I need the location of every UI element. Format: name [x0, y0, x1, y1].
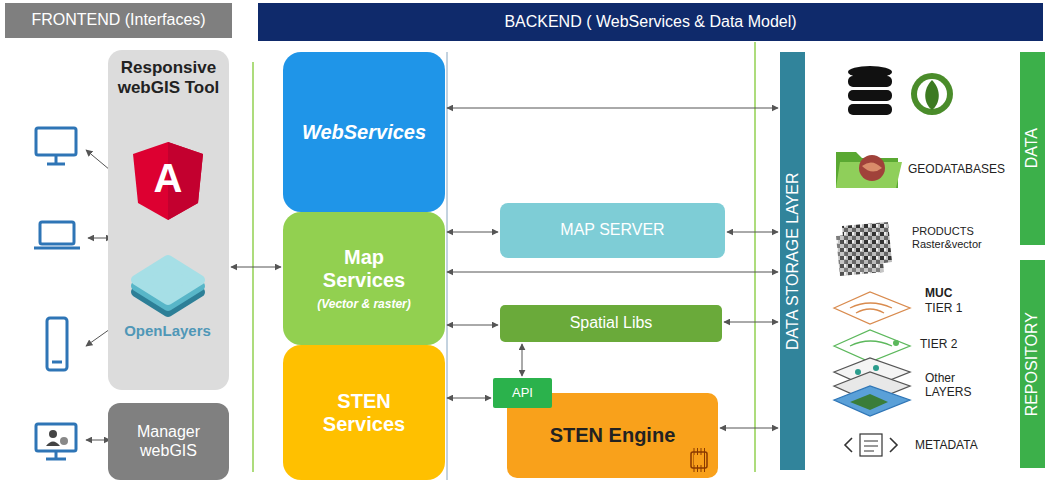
server-box: MAP SERVER	[500, 203, 725, 258]
node-title: STEN Services	[314, 390, 414, 436]
data-label: PRODUCTS Raster&vector	[912, 225, 1004, 250]
metadata-icon	[845, 434, 897, 456]
node-title: BACKEND ( WebServices & Data Model)	[504, 13, 796, 31]
desktop-icon	[36, 128, 76, 164]
node-title: Map Services	[309, 246, 419, 292]
connector-arrow	[720, 428, 778, 429]
side-bar: DATA	[1020, 52, 1045, 245]
library-box: Spatial Libs	[500, 305, 722, 342]
node-title: FRONTEND (Interfaces)	[31, 11, 205, 29]
admin-icon	[36, 424, 76, 459]
logo-text: OpenLayers	[118, 322, 217, 339]
section-header: BACKEND ( WebServices & Data Model)	[258, 3, 1043, 41]
layer-stack-icon	[834, 292, 910, 416]
connector-arrow	[447, 398, 491, 399]
data-label: GEODATABASES	[908, 163, 1018, 177]
database-icon	[848, 66, 892, 115]
connector-arrow	[447, 325, 498, 326]
node-title: Spatial Libs	[570, 314, 653, 332]
mongodb-icon	[911, 73, 953, 115]
node-title: API	[512, 386, 533, 401]
divider-line	[754, 42, 756, 472]
data-label: MUC	[925, 287, 985, 301]
angular-logo	[133, 142, 203, 220]
laptop-icon	[34, 222, 80, 248]
data-label: TIER 1	[925, 302, 985, 316]
node-title: Responsive webGIS Tool	[112, 58, 225, 97]
node-subtitle: (Vector & raster)	[317, 298, 411, 312]
phone-icon	[47, 318, 67, 370]
node-title: STEN Engine	[550, 424, 676, 447]
section-header: FRONTEND (Interfaces)	[5, 3, 232, 38]
data-label: METADATA	[915, 439, 1005, 453]
connector-arrow	[231, 267, 281, 268]
storage-layer-bar: DATA STORAGE LAYER	[780, 52, 805, 470]
divider-line	[447, 52, 448, 480]
data-label: Other LAYERS	[925, 372, 983, 400]
node-title: REPOSITORY	[1023, 312, 1041, 416]
node-title: DATA	[1023, 128, 1041, 168]
node-title: Manager webGIS	[112, 423, 225, 460]
interface-box: Manager webGIS	[108, 403, 229, 480]
data-label: TIER 2	[920, 338, 980, 352]
products-icon	[836, 222, 892, 276]
connector-arrow	[522, 344, 523, 376]
connector-arrow	[447, 272, 778, 273]
api-box: API	[493, 378, 552, 408]
connector-arrow	[727, 232, 778, 233]
geodatabase-icon	[836, 152, 902, 188]
connector-arrow	[724, 322, 778, 323]
side-bar: REPOSITORY	[1020, 260, 1045, 468]
service-box: Map Services (Vector & raster)	[283, 212, 445, 345]
openlayers-logo	[136, 260, 200, 300]
node-title: DATA STORAGE LAYER	[783, 172, 801, 350]
connector-arrow	[447, 232, 498, 233]
logo-letter: A	[150, 155, 186, 201]
service-box: WebServices	[283, 52, 445, 212]
node-title: MAP SERVER	[560, 221, 664, 239]
service-box: STEN Services	[283, 345, 445, 480]
node-title: WebServices	[302, 121, 426, 144]
connector-arrow	[447, 108, 778, 109]
